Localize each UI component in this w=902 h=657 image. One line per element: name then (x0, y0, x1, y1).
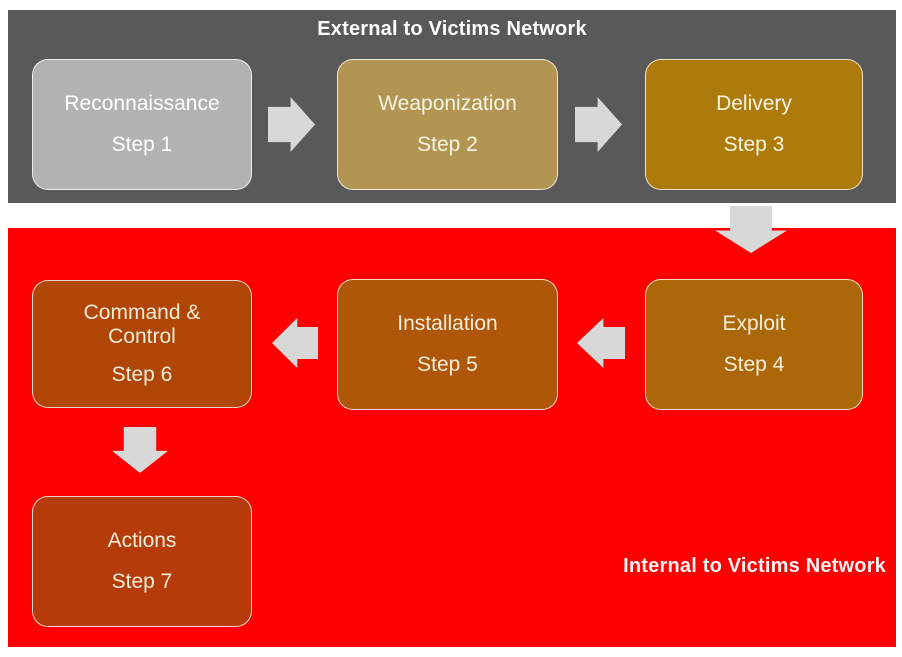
step-title: Installation (397, 312, 498, 336)
step-title: Command & Control (83, 301, 201, 348)
step-title: Exploit (722, 312, 786, 336)
step-box-command-and-control: Command & Control Step 6 (32, 280, 252, 408)
step-title: Reconnaissance (64, 92, 220, 116)
step-title: Delivery (716, 92, 792, 116)
step-number: Step 6 (111, 363, 173, 387)
external-zone-label: External to Victims Network (317, 18, 587, 40)
step-number: Step 3 (723, 133, 785, 156)
step-number: Step 7 (111, 570, 173, 593)
step-box-delivery: Delivery Step 3 (645, 59, 863, 190)
step-number: Step 5 (417, 353, 478, 376)
step-title: Weaponization (378, 92, 517, 116)
step-number: Step 1 (111, 133, 173, 156)
internal-zone-label: Internal to Victims Network (623, 555, 886, 577)
step-title: Actions (107, 529, 177, 553)
step-box-reconnaissance: Reconnaissance Step 1 (32, 59, 252, 190)
step-box-weaponization: Weaponization Step 2 (337, 59, 558, 190)
step-number: Step 2 (417, 133, 478, 156)
step-box-actions: Actions Step 7 (32, 496, 252, 627)
step-box-installation: Installation Step 5 (337, 279, 558, 410)
step-box-exploit: Exploit Step 4 (645, 279, 863, 410)
step-number: Step 4 (723, 353, 785, 376)
